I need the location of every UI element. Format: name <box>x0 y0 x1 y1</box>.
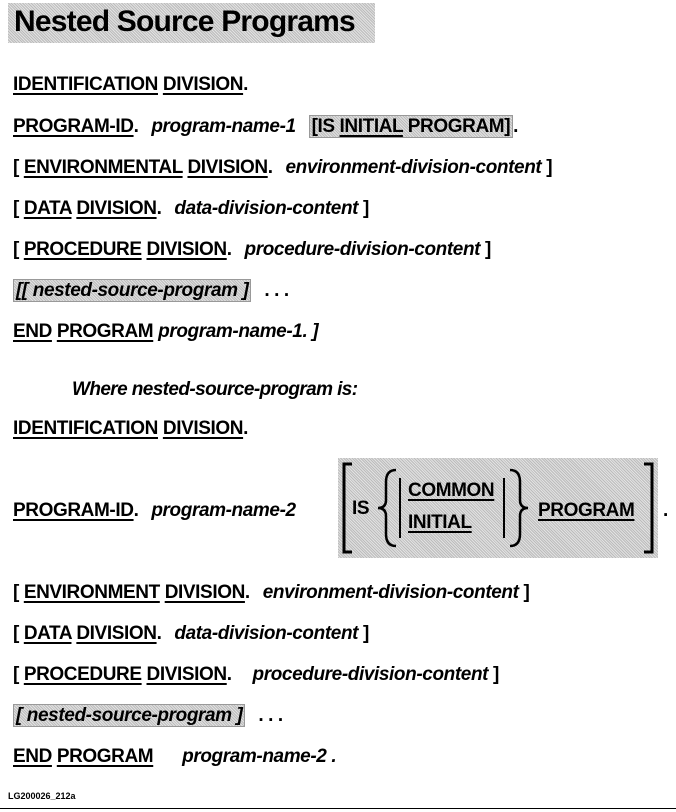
period: . <box>156 198 162 219</box>
bottom-rule <box>0 808 676 809</box>
bracket: [ <box>13 623 24 644</box>
environment-keyword: ENVIRONMENT <box>23 582 160 603</box>
division-content: data-division-content <box>174 623 359 644</box>
division-keyword: DIVISION <box>187 157 268 178</box>
division-content: data-division-content <box>174 198 359 219</box>
program-name: program-name-2 <box>151 500 296 521</box>
period: . <box>226 239 232 260</box>
division-content: procedure-division-content <box>252 664 489 685</box>
bracket: [ <box>13 157 24 178</box>
period: . <box>133 500 139 521</box>
option-open: [IS <box>311 116 340 137</box>
program-keyword: PROGRAM <box>538 500 635 521</box>
end-keyword: END <box>13 321 52 342</box>
data-keyword: DATA <box>23 198 72 219</box>
bracket: ] <box>518 582 530 603</box>
division-keyword: DIVISION <box>162 74 244 95</box>
where-heading: Where nested-source-program is: <box>72 379 358 400</box>
bracket: ] <box>480 239 491 260</box>
bracket: [ <box>13 664 24 685</box>
nested-program-line: [[ nested-source-program ] . . . <box>13 279 289 302</box>
bracket: ] <box>488 664 499 685</box>
period: . <box>267 157 273 178</box>
figure-id: LG200026_212a <box>8 791 76 801</box>
end-program-line: END PROGRAM program-name-1. ] <box>13 321 319 343</box>
division-keyword: DIVISION <box>146 664 228 685</box>
period: . <box>133 116 139 137</box>
program-id-keyword: PROGRAM-ID <box>13 116 134 137</box>
period: . <box>244 582 250 603</box>
common-keyword: COMMON <box>408 480 495 501</box>
identification-keyword: IDENTIFICATION <box>13 418 158 439</box>
data-keyword: DATA <box>23 623 72 644</box>
division-keyword: DIVISION <box>146 239 228 260</box>
program-keyword: PROGRAM <box>56 321 154 342</box>
procedure-division-line: [ PROCEDURE DIVISION. procedure-division… <box>13 239 491 261</box>
is-common-initial-option: IS COMMON INITIAL PROGRAM <box>338 458 658 558</box>
procedure-keyword: PROCEDURE <box>23 239 142 260</box>
period: . <box>156 623 162 644</box>
nested-identification-line: IDENTIFICATION DIVISION. <box>13 418 248 440</box>
environment-division-line: [ ENVIRONMENTAL DIVISION. environment-di… <box>13 157 553 179</box>
period: . <box>226 664 232 685</box>
division-keyword: DIVISION <box>162 418 244 439</box>
procedure-keyword: PROCEDURE <box>23 664 142 685</box>
bracket: [ <box>13 239 24 260</box>
division-content: environment-division-content <box>262 582 519 603</box>
ellipsis: . . . <box>264 280 289 301</box>
bracket: ] <box>541 157 553 178</box>
nested-procedure-line: [ PROCEDURE DIVISION. procedure-division… <box>13 664 499 686</box>
bracket: [ <box>13 198 24 219</box>
program-name: program-name-1 <box>151 116 296 137</box>
program-name: program-name-2 . <box>182 746 337 767</box>
option-brackets <box>342 462 654 554</box>
environmental-keyword: ENVIRONMENTAL <box>23 157 183 178</box>
bracket: ] <box>358 623 369 644</box>
nested-nested-line: [ nested-source-program ] . . . <box>13 704 283 727</box>
period: . <box>513 116 519 137</box>
division-keyword: DIVISION <box>76 198 157 219</box>
ellipsis: . . . <box>258 705 283 726</box>
program-id-line: PROGRAM-ID. program-name-1 [IS INITIAL P… <box>13 115 519 138</box>
period: . <box>663 500 668 521</box>
is-initial-option: [IS INITIAL PROGRAM] <box>308 115 514 138</box>
division-content: environment-division-content <box>285 157 542 178</box>
end-keyword: END <box>13 746 52 767</box>
program-id-keyword: PROGRAM-ID <box>13 500 134 521</box>
data-division-line: [ DATA DIVISION. data-division-content ] <box>13 198 369 220</box>
program-name: program-name-1. ] <box>158 321 319 342</box>
program-keyword: PROGRAM <box>402 116 505 137</box>
identification-division-line: IDENTIFICATION DIVISION. <box>13 74 248 96</box>
division-keyword: DIVISION <box>164 582 246 603</box>
division-content: procedure-division-content <box>244 239 481 260</box>
nested-program-id-line: PROGRAM-ID. program-name-2 <box>13 500 296 522</box>
initial-keyword: INITIAL <box>408 512 472 533</box>
identification-keyword: IDENTIFICATION <box>13 74 158 95</box>
period: . <box>243 74 248 95</box>
nested-source-program-option: [[ nested-source-program ] <box>13 279 252 302</box>
initial-keyword: INITIAL <box>339 116 404 137</box>
option-close: ] <box>504 116 511 137</box>
nested-data-line: [ DATA DIVISION. data-division-content ] <box>13 623 369 645</box>
nested-end-line: END PROGRAM program-name-2 . <box>13 746 337 768</box>
period: . <box>243 418 248 439</box>
bracket: ] <box>358 198 369 219</box>
program-keyword: PROGRAM <box>56 746 154 767</box>
nested-source-program-option: [ nested-source-program ] <box>13 704 246 727</box>
division-keyword: DIVISION <box>76 623 157 644</box>
bracket: [ <box>13 582 24 603</box>
nested-environment-line: [ ENVIRONMENT DIVISION. environment-divi… <box>13 582 530 604</box>
is-keyword: IS <box>352 498 370 519</box>
page-title: Nested Source Programs <box>8 3 375 43</box>
